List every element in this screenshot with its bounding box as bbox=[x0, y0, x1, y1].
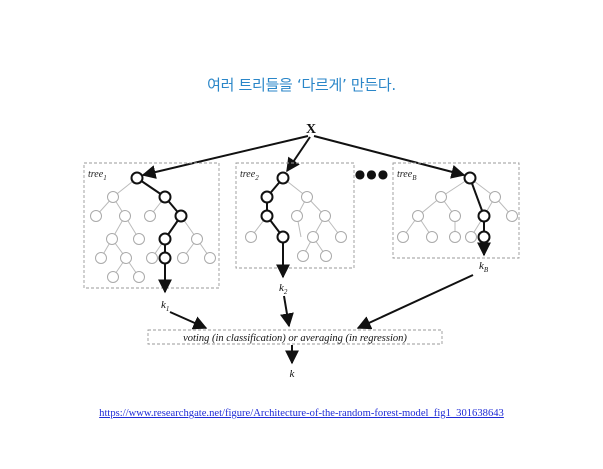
tree-b-box bbox=[392, 162, 520, 259]
tree-1 bbox=[90, 171, 216, 283]
tree-1-label: tree1 bbox=[88, 169, 107, 182]
tree-2 bbox=[245, 171, 347, 262]
output-kb-label: kB bbox=[479, 260, 489, 274]
aggregator-box bbox=[147, 329, 443, 345]
ellipsis-dots: ●●● bbox=[355, 167, 389, 181]
aggregator-label: voting (in classification) or averaging … bbox=[183, 333, 407, 344]
tree-b bbox=[397, 171, 518, 244]
input-arrows bbox=[141, 135, 466, 179]
input-x-label: X bbox=[306, 122, 316, 137]
aggregator-arrows bbox=[169, 274, 474, 330]
output-k1-label: k1 bbox=[161, 299, 169, 313]
slide-title: 여러 트리들을 ‘다르게’ 만든다. bbox=[207, 76, 396, 94]
tree-2-label: tree2 bbox=[240, 169, 259, 182]
final-output-label: k bbox=[290, 368, 296, 380]
tree-boxes bbox=[83, 162, 520, 289]
tree-1-box bbox=[83, 162, 220, 289]
source-link[interactable]: https://www.researchgate.net/figure/Arch… bbox=[99, 408, 504, 419]
tree-b-label: treeB bbox=[397, 169, 417, 182]
tree-2-box bbox=[235, 162, 355, 269]
tree-output-arrows bbox=[158, 242, 491, 294]
output-k2-label: k2 bbox=[279, 282, 288, 296]
